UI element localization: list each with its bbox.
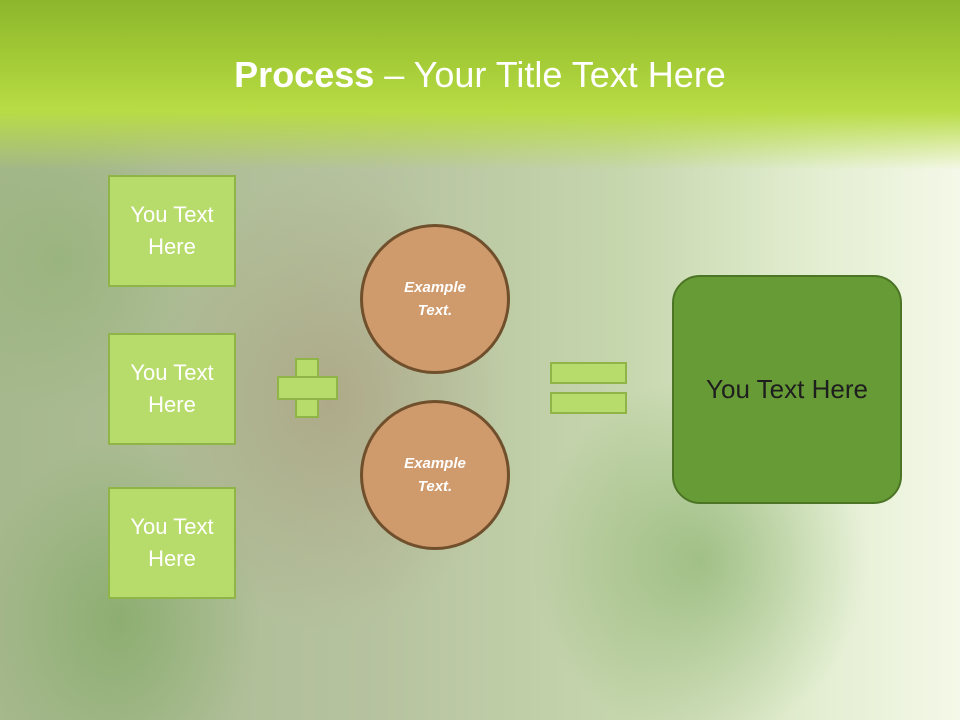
title-separator: – [374,54,414,95]
slide-title: Process – Your Title Text Here [0,50,960,100]
example-circle-1: Example Text. [360,224,510,374]
title-bold: Process [234,54,375,95]
example-circle-2: Example Text. [360,400,510,550]
text-box-3: You Text Here [108,487,236,599]
title-band [0,0,960,170]
title-rest: Your Title Text Here [413,54,726,95]
text-box-1: You Text Here [108,175,236,287]
text-box-2: You Text Here [108,333,236,445]
result-box: You Text Here [672,275,902,504]
